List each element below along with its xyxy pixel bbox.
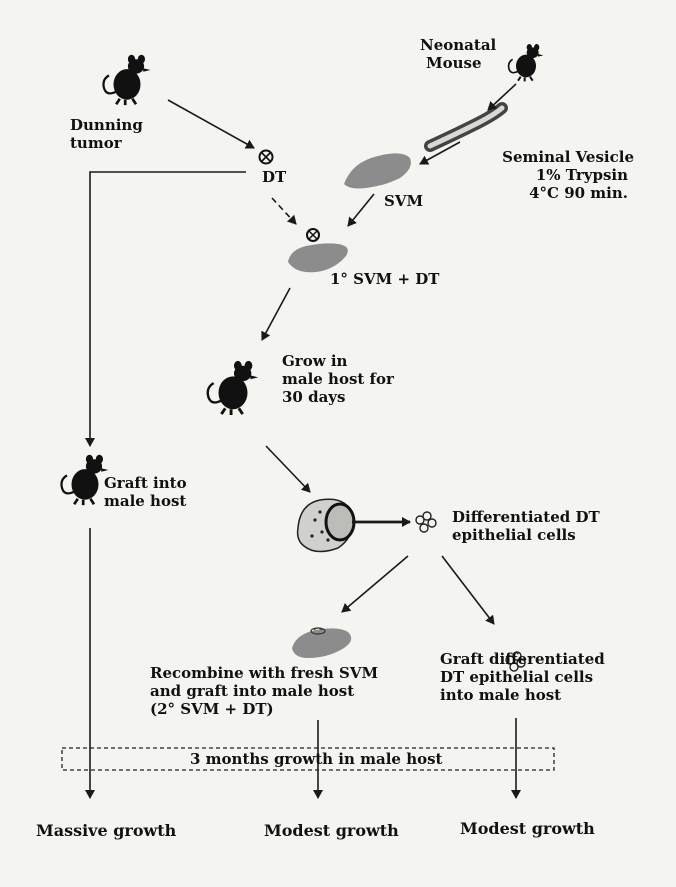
neonatal-mouse-label: Neonatal Mouse xyxy=(420,36,497,72)
dt-label: DT xyxy=(262,168,287,186)
growth-box-label: 3 months growth in male host xyxy=(190,750,443,768)
mouse-icon xyxy=(206,359,260,416)
tumor-icon xyxy=(306,228,320,242)
arrow-mouse-to-dt xyxy=(167,99,255,149)
arrow-host-to-section xyxy=(265,445,311,493)
outcome-modest-growth-middle: Modest growth xyxy=(264,821,399,840)
differentiated-label: Differentiated DT epithelial cells xyxy=(452,508,600,544)
tumor-icon xyxy=(258,149,274,165)
tissue-icon xyxy=(344,153,411,189)
arrow-dt-to-combined xyxy=(271,197,297,225)
outcome-modest-growth-right: Modest growth xyxy=(460,819,595,838)
arrow-svm-to-combined xyxy=(347,193,375,227)
arrow-neonatal-to-sv xyxy=(487,83,517,111)
arrow-cells-to-recombine xyxy=(341,555,409,613)
recombine-label: Recombine with fresh SVM and graft into … xyxy=(150,664,379,718)
dunning-tumor-label: Dunning tumor xyxy=(70,116,143,152)
arrow-combined-to-host xyxy=(261,287,291,341)
line-dt-left-branch xyxy=(85,171,246,447)
outcome-massive-growth: Massive growth xyxy=(36,821,177,840)
growth-box xyxy=(61,747,555,771)
svm-dt-label: 1° SVM + DT xyxy=(330,270,440,288)
mouse-icon xyxy=(102,53,152,106)
arrow-sv-to-svm xyxy=(419,141,461,165)
tissue-icon xyxy=(288,243,348,273)
cluster-icon xyxy=(415,511,437,533)
graft-host-label: Graft into male host xyxy=(104,474,187,510)
grow-host-label: Grow in male host for 30 days xyxy=(282,352,394,406)
arrow-cells-to-graft xyxy=(441,555,495,625)
mouse-icon xyxy=(60,453,110,506)
cluster-icon xyxy=(505,651,526,672)
seminal-vesicle-icon xyxy=(424,102,508,152)
seminal-vesicle-label: Seminal Vesicle 1% Trypsin 4°C 90 min. xyxy=(502,148,634,202)
mouse-icon xyxy=(507,43,545,82)
graft-differentiated-label: Graft differentiated DT epithelial cells… xyxy=(440,650,605,704)
svm-label: SVM xyxy=(384,192,424,210)
tissue-icon xyxy=(292,627,352,658)
graft-section-icon xyxy=(296,498,356,553)
